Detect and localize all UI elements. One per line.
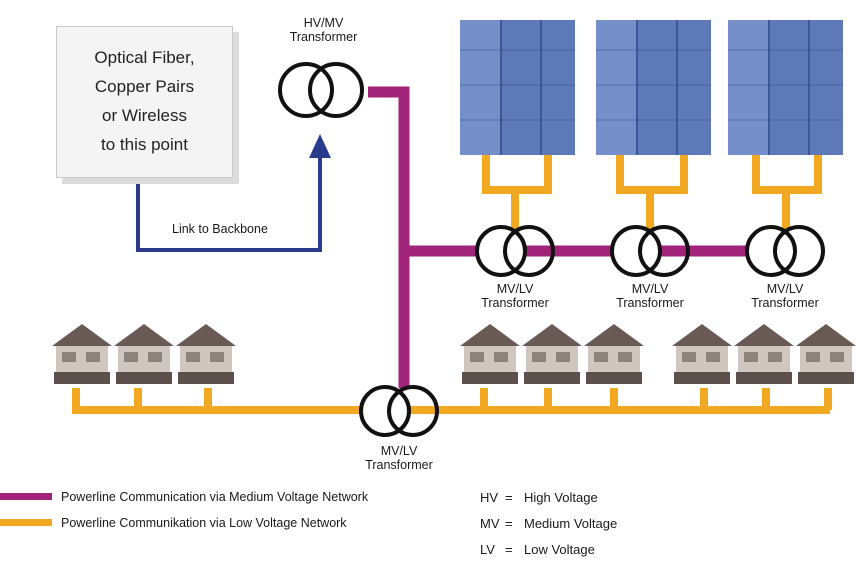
transformers: [278, 62, 825, 437]
abbr-hv-eq: =: [505, 490, 513, 505]
backbone-arrowhead: [309, 134, 331, 158]
building-3: [728, 20, 843, 155]
backbone-link: [136, 134, 331, 252]
mvlv-transformer-label-main: MV/LV Transformer: [365, 444, 433, 472]
house: [114, 324, 174, 384]
access-point-text: Optical Fiber, Copper Pairs or Wireless …: [57, 43, 232, 159]
mvlv-transformer-main: [359, 385, 439, 437]
house: [796, 324, 856, 384]
building-2: [596, 20, 711, 155]
house: [672, 324, 732, 384]
access-point-box: Optical Fiber, Copper Pairs or Wireless …: [56, 26, 233, 178]
box-line-2: Copper Pairs: [94, 77, 195, 96]
box-line-4: to this point: [101, 135, 188, 154]
legend-mv-text: Powerline Communication via Medium Volta…: [61, 490, 369, 504]
mvlv-transformer-1: [475, 225, 555, 277]
hvmv-transformer-label: HV/MV Transformer: [289, 16, 358, 44]
box-line-3: or Wireless: [101, 106, 187, 125]
abbr-mv-meaning: Medium Voltage: [524, 516, 618, 531]
link-to-backbone-label: Link to Backbone: [172, 222, 268, 236]
office-buildings: [460, 20, 843, 155]
house: [522, 324, 582, 384]
legend-lv-text: Powerline Communikation via Low Voltage …: [61, 516, 347, 530]
house: [52, 324, 112, 384]
abbr-lv-eq: =: [505, 542, 513, 557]
abbr-mv-eq: =: [505, 516, 513, 531]
house: [460, 324, 520, 384]
abbr-mv: MV: [480, 516, 500, 531]
mvlv-transformer-3: [745, 225, 825, 277]
house: [584, 324, 644, 384]
house: [734, 324, 794, 384]
box-line-1: Optical Fiber,: [94, 48, 195, 67]
house: [176, 324, 236, 384]
building-1: [460, 20, 575, 155]
mvlv-transformer-label-3: MV/LV Transformer: [751, 282, 819, 310]
hvmv-transformer: [278, 62, 364, 118]
abbr-hv: HV: [480, 490, 499, 505]
mv-network: [368, 86, 780, 388]
mvlv-transformer-label-1: MV/LV Transformer: [481, 282, 549, 310]
backbone-line: [136, 152, 322, 252]
abbr-lv-meaning: Low Voltage: [524, 542, 595, 557]
lv-network: [72, 155, 832, 414]
houses: [52, 324, 856, 384]
legend-lv-swatch: [0, 519, 52, 526]
mv-vertical-line: [368, 86, 410, 388]
mvlv-transformer-label-2: MV/LV Transformer: [616, 282, 684, 310]
abbr-lv: LV: [480, 542, 495, 557]
legend-mv-swatch: [0, 493, 52, 500]
mvlv-transformer-2: [610, 225, 690, 277]
abbr-hv-meaning: High Voltage: [524, 490, 598, 505]
